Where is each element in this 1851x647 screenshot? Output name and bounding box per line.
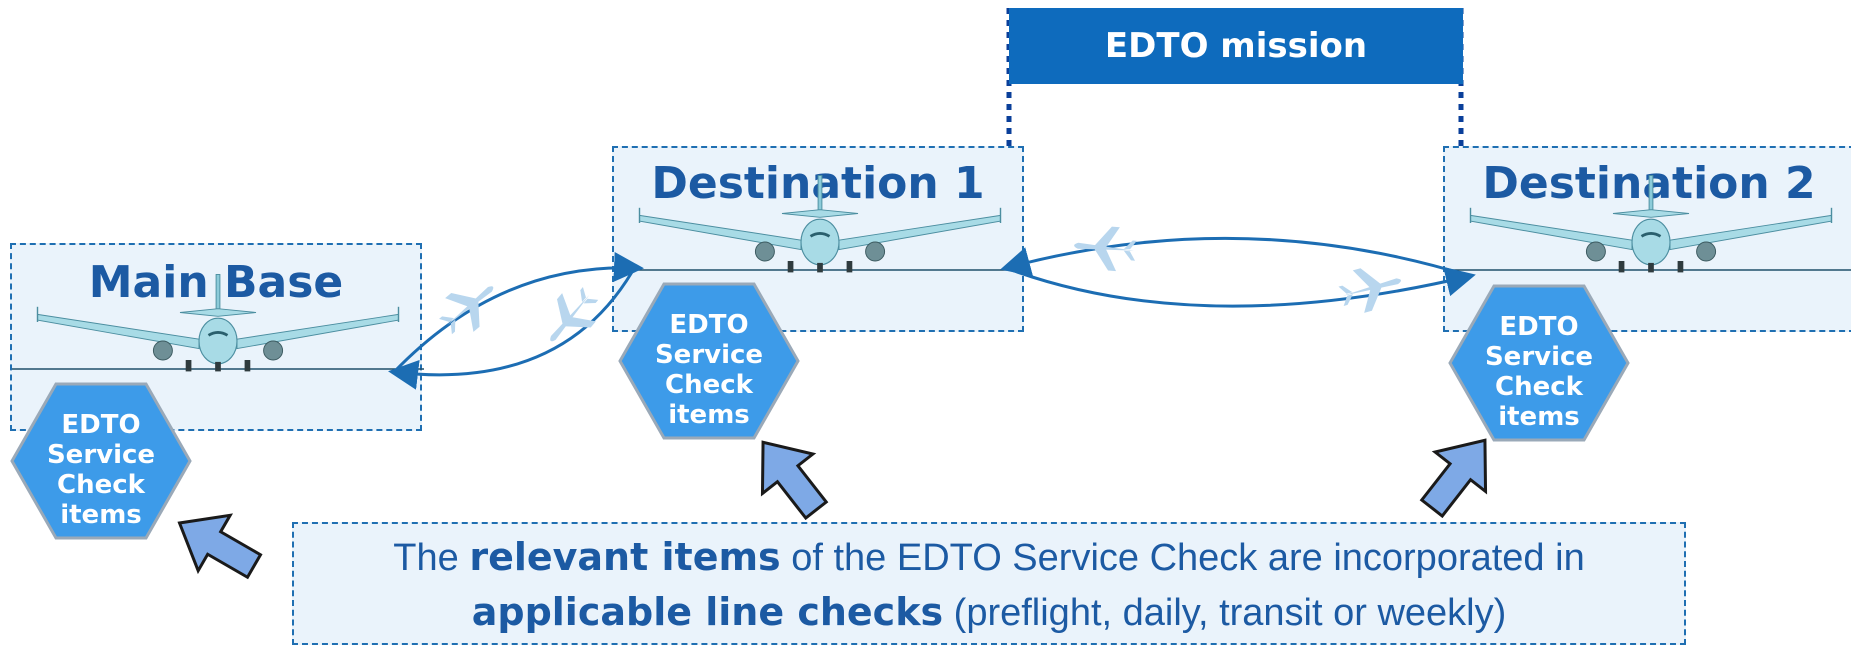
pointer-arrow-icon [760,440,829,521]
route-dest1-to-dest2 [1005,266,1476,308]
edto-mission-box: EDTO mission [1009,8,1463,84]
pointer-arrow-icon [177,513,263,580]
route-dest2-to-dest1 [1000,236,1471,278]
route-dest1-to-mainbase [388,271,634,390]
note-line-2: applicable line checks (preflight, daily… [471,590,1507,634]
hexagon-shape [618,282,800,440]
destination-2-aircraft-icon [1445,174,1851,274]
destination-1-station: Destination 1 [612,146,1026,332]
hexagon-shape [1448,284,1630,442]
destination-1-aircraft-icon [614,174,1026,274]
route-mainbase-to-dest1 [392,251,644,374]
note-line-1: The relevant items of the EDTO Service C… [393,535,1585,579]
main-base-aircraft-icon [12,273,424,373]
edto-mission-label: EDTO mission [1104,26,1368,66]
note-box: The relevant items of the EDTO Service C… [292,522,1686,645]
pointer-arrow-icon [1419,438,1488,519]
main-base-station: Main Base [10,243,424,431]
hexagon-shape [10,382,192,540]
